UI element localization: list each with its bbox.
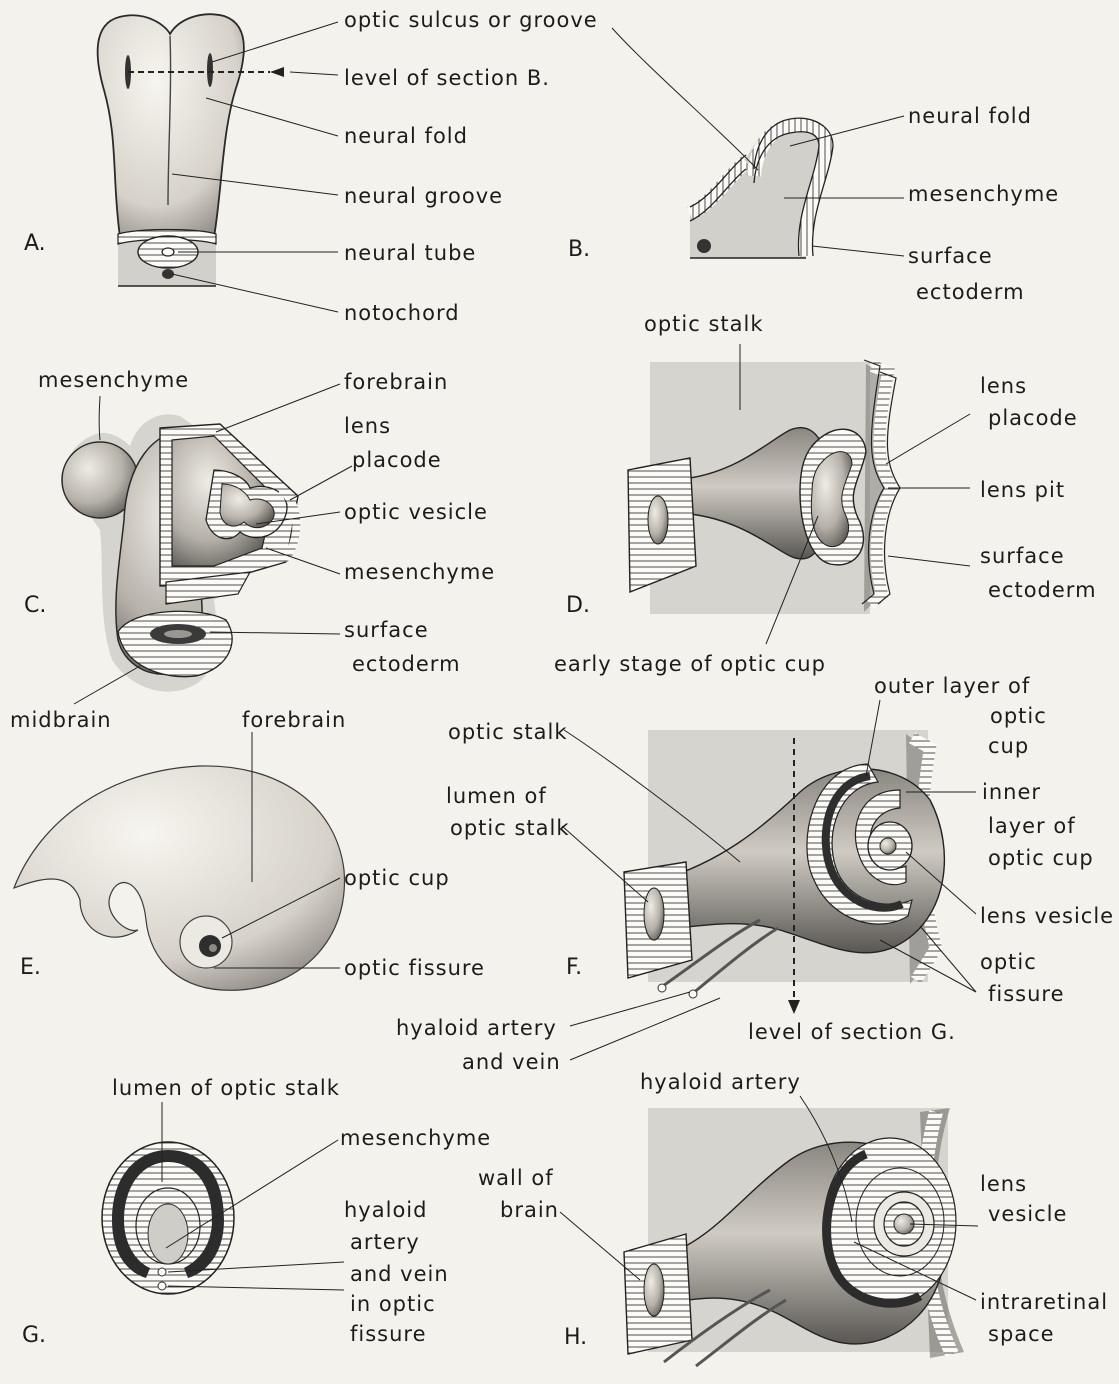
label-optic-vesicle: optic vesicle <box>344 500 488 524</box>
label-neural-fold-a: neural fold <box>344 124 468 148</box>
label-optic-fissure-e: optic fissure <box>344 956 485 980</box>
panel-g-drawing <box>102 1102 344 1294</box>
label-inner-layer-3: optic cup <box>988 846 1094 870</box>
label-lumen-f-1: lumen of <box>446 784 547 808</box>
label-ectoderm-c: ectoderm <box>352 652 461 676</box>
label-lumen-f-2: optic stalk <box>450 816 570 840</box>
panel-c-drawing <box>62 384 352 704</box>
label-level-of-section-g: level of section G. <box>748 1020 956 1044</box>
label-neural-fold-b: neural fold <box>908 104 1032 128</box>
label-inner-layer-1: inner <box>982 780 1041 804</box>
label-mesenchyme-g: mesenchyme <box>340 1126 491 1150</box>
label-level-of-section-b: level of section B. <box>344 66 550 90</box>
label-fissure-f: fissure <box>988 982 1065 1006</box>
label-neural-tube: neural tube <box>344 241 476 265</box>
label-placode-c: placode <box>352 448 442 472</box>
label-wall-of-brain-1: wall of <box>478 1166 554 1190</box>
label-surface-b: surface <box>908 244 993 268</box>
label-optic-stalk-d: optic stalk <box>644 312 764 336</box>
label-mesenchyme-c-inner: mesenchyme <box>344 560 495 584</box>
label-forebrain-c: forebrain <box>344 370 448 394</box>
label-wall-of-brain-2: brain <box>500 1198 559 1222</box>
label-hyaloid-f-2: and vein <box>462 1050 561 1074</box>
label-midbrain: midbrain <box>10 708 112 732</box>
label-hyaloid-f-1: hyaloid artery <box>396 1016 557 1040</box>
label-placode-d: placode <box>988 406 1078 430</box>
label-lens-vesicle-f: lens vesicle <box>980 904 1114 928</box>
label-surface-d: surface <box>980 544 1065 568</box>
label-lens-vesicle-h-1: lens <box>980 1172 1027 1196</box>
label-outer-layer-2: optic <box>990 704 1047 728</box>
label-hyaloid-g-3: and vein <box>350 1262 449 1286</box>
label-inner-layer-2: layer of <box>988 814 1076 838</box>
label-hyaloid-g-1: hyaloid <box>344 1198 427 1222</box>
panel-letter-g: G. <box>22 1324 46 1348</box>
label-hyaloid-g-2: artery <box>350 1230 420 1254</box>
panel-h-drawing <box>560 1096 978 1366</box>
label-forebrain-e: forebrain <box>242 708 346 732</box>
label-early-stage-optic-cup: early stage of optic cup <box>554 652 826 676</box>
label-ectoderm-b: ectoderm <box>916 280 1025 304</box>
label-intraretinal-1: intraretinal <box>980 1290 1108 1314</box>
label-notochord: notochord <box>344 301 460 325</box>
label-hyaloid-artery-h: hyaloid artery <box>640 1070 801 1094</box>
label-mesenchyme-c-outer: mesenchyme <box>38 368 189 392</box>
panel-e-drawing <box>14 732 344 990</box>
panel-b-drawing <box>612 28 904 258</box>
label-mesenchyme-b: mesenchyme <box>908 182 1059 206</box>
panel-letter-f: F. <box>566 956 582 980</box>
label-optic-cup-e: optic cup <box>344 866 450 890</box>
label-intraretinal-2: space <box>988 1322 1055 1346</box>
panel-f-drawing <box>562 700 976 1060</box>
panel-letter-b: B. <box>568 238 590 262</box>
label-optic-f: optic <box>980 950 1037 974</box>
label-lens-vesicle-h-2: vesicle <box>988 1202 1067 1226</box>
label-hyaloid-g-4: in optic <box>350 1292 436 1316</box>
label-lens-d: lens <box>980 374 1027 398</box>
label-lens-c: lens <box>344 414 391 438</box>
panel-letter-e: E. <box>20 956 41 980</box>
label-lumen-g: lumen of optic stalk <box>112 1076 340 1100</box>
label-optic-sulcus: optic sulcus or groove <box>344 8 598 32</box>
panel-d-drawing <box>628 344 970 644</box>
panel-letter-c: C. <box>24 594 46 618</box>
panel-letter-a: A. <box>24 232 46 256</box>
label-hyaloid-g-5: fissure <box>350 1322 427 1346</box>
panel-letter-d: D. <box>566 594 590 618</box>
panel-letter-h: H. <box>564 1326 587 1350</box>
label-surface-c: surface <box>344 618 429 642</box>
label-lens-pit: lens pit <box>980 478 1065 502</box>
label-ectoderm-d: ectoderm <box>988 578 1097 602</box>
label-outer-layer-1: outer layer of <box>874 674 1030 698</box>
label-neural-groove: neural groove <box>344 184 503 208</box>
panel-a-drawing <box>98 14 338 312</box>
label-outer-layer-3: cup <box>988 734 1029 758</box>
label-optic-stalk-f: optic stalk <box>448 720 568 744</box>
